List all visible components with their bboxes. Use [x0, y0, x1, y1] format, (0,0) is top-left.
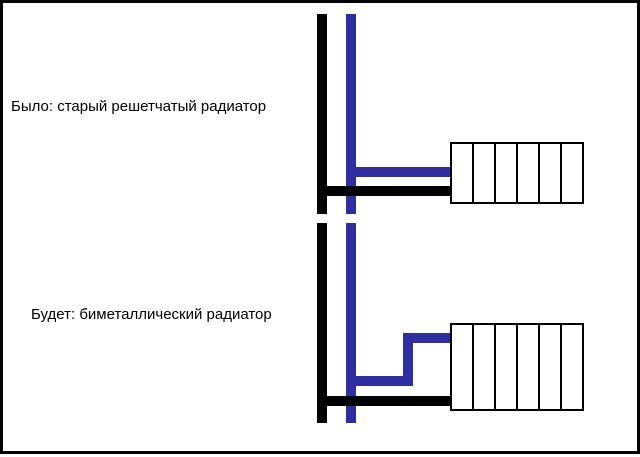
before-return-branch	[322, 186, 451, 196]
label-after: Будет: биметаллический радиатор	[31, 306, 272, 323]
label-before: Было: старый решетчатый радиатор	[11, 98, 267, 115]
before-supply-branch	[351, 167, 451, 177]
after-diagram	[317, 223, 584, 423]
after-return-branch	[322, 396, 451, 406]
before-diagram	[317, 14, 584, 214]
before-return-riser	[317, 14, 327, 214]
after-radiator	[450, 323, 584, 411]
before-supply-riser	[346, 14, 356, 214]
after-supply-branch	[351, 333, 451, 386]
after-supply-riser	[346, 223, 356, 423]
piping-diagram	[317, 14, 584, 423]
after-return-riser	[317, 223, 327, 423]
before-radiator	[450, 142, 584, 204]
